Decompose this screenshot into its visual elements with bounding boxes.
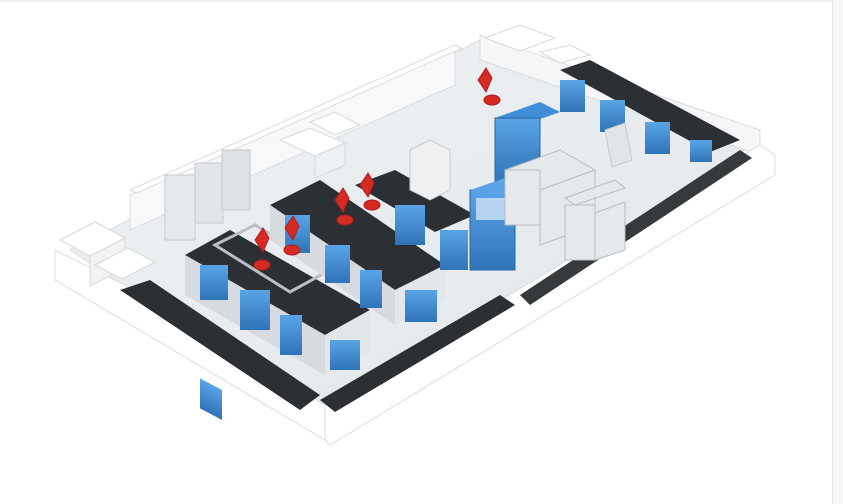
lab-bench-left <box>185 223 370 421</box>
fume-extractor-arms <box>253 67 501 271</box>
fume-hood <box>409 139 451 201</box>
right-border <box>832 0 843 504</box>
counter-right-edge <box>520 150 752 305</box>
lab-bench-right <box>355 170 475 270</box>
vent-hood-back <box>604 122 633 168</box>
refrigerators <box>164 149 251 241</box>
top-border <box>0 0 843 2</box>
counter-front-right <box>320 295 515 412</box>
lab-bench-back-right <box>560 60 740 162</box>
lab-bench-middle <box>270 180 445 325</box>
corner-box-middle <box>278 111 362 179</box>
front-wall-right <box>324 144 776 446</box>
corner-box-back-right <box>483 24 592 64</box>
counter-left-edge <box>120 280 320 410</box>
shelving-units <box>503 149 627 261</box>
corner-box-front-left <box>58 221 157 287</box>
back-wall-left-top <box>128 44 464 194</box>
